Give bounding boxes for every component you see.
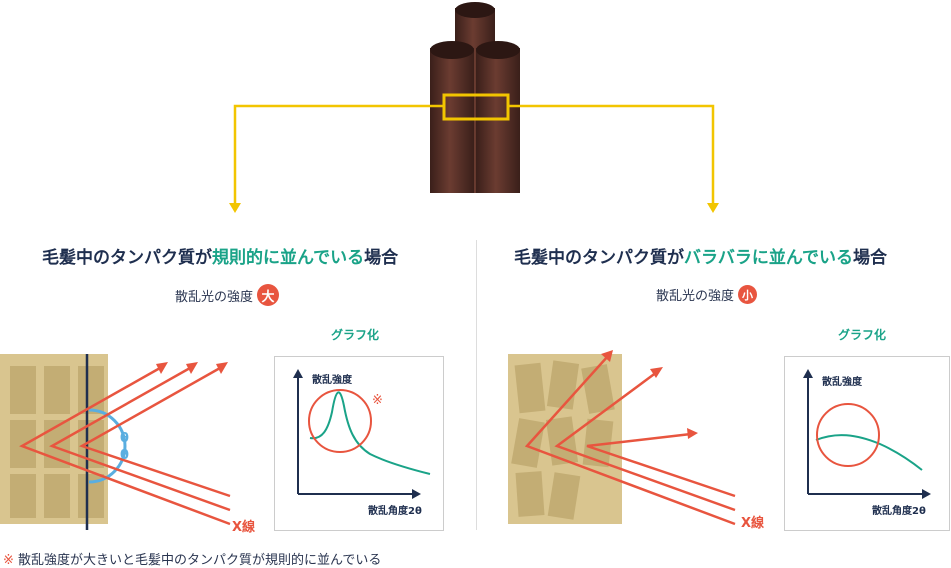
right-intensity: 散乱光の強度 小 (656, 285, 758, 304)
left-heading: 毛髪中のタンパク質が規則的に並んでいる場合 (42, 248, 399, 268)
right-graph-x-arrow (922, 489, 931, 499)
right-graph-xlabel: 散乱角度2θ (872, 504, 926, 517)
right-graph: 散乱強度 散乱角度2θ (784, 356, 950, 531)
xray-label-left: X線 (232, 519, 256, 535)
right-graph-y-arrow (803, 369, 813, 378)
left-graph-x-arrow (412, 489, 421, 499)
left-intensity-badge: 大 (257, 284, 280, 306)
connector-left (233, 104, 444, 205)
right-intensity-badge: 小 (738, 285, 758, 304)
hair-strand-left (430, 41, 474, 193)
theta-label-top: θ (120, 431, 129, 446)
connector-right-arrowhead (707, 203, 719, 213)
footnote-mark: ※ (3, 553, 14, 568)
theta-label-bottom: θ (120, 448, 129, 463)
xray-label-right: X線 (741, 515, 765, 531)
left-graph-curve (309, 391, 431, 475)
right-graph-circle (816, 403, 880, 467)
connector-left-arrowhead (229, 203, 241, 213)
connector-right (508, 104, 715, 205)
right-scatter-diagram: X線 (508, 350, 765, 531)
xray-beams-right (524, 355, 736, 526)
xray-arrowheads-left (156, 362, 228, 374)
left-graph-xlabel: 散乱角度2θ (368, 504, 422, 517)
right-graph-ylabel: 散乱強度 (822, 375, 863, 388)
xray-arrowheads-right (601, 350, 698, 439)
left-graph: 散乱強度 散乱角度2θ ※ (274, 356, 444, 531)
left-graph-y-arrow (293, 369, 303, 378)
right-graph-title: グラフ化 (838, 328, 887, 342)
left-graph-title: グラフ化 (331, 328, 380, 342)
left-scatter-diagram: θ θ X線 (0, 354, 256, 535)
right-heading: 毛髪中のタンパク質がバラバラに並んでいる場合 (514, 248, 887, 268)
hair-strand-right (476, 41, 520, 193)
left-intensity: 散乱光の強度 大 (175, 284, 280, 306)
xray-beams-left (19, 366, 231, 526)
footnote: ※ 散乱強度が大きいと毛髪中のタンパク質が規則的に並んでいる (3, 549, 381, 568)
left-graph-ylabel: 散乱強度 (312, 373, 353, 386)
right-graph-curve (815, 434, 923, 471)
right-graph-frame (784, 356, 950, 531)
hair-illustration (229, 2, 719, 213)
left-graph-note-mark: ※ (372, 393, 383, 408)
left-graph-peak-circle (308, 389, 372, 453)
footnote-text: 散乱強度が大きいと毛髪中のタンパク質が規則的に並んでいる (18, 553, 382, 568)
theta-arc (88, 408, 127, 484)
protein-blocks-random (511, 360, 615, 520)
section-divider (476, 240, 477, 530)
